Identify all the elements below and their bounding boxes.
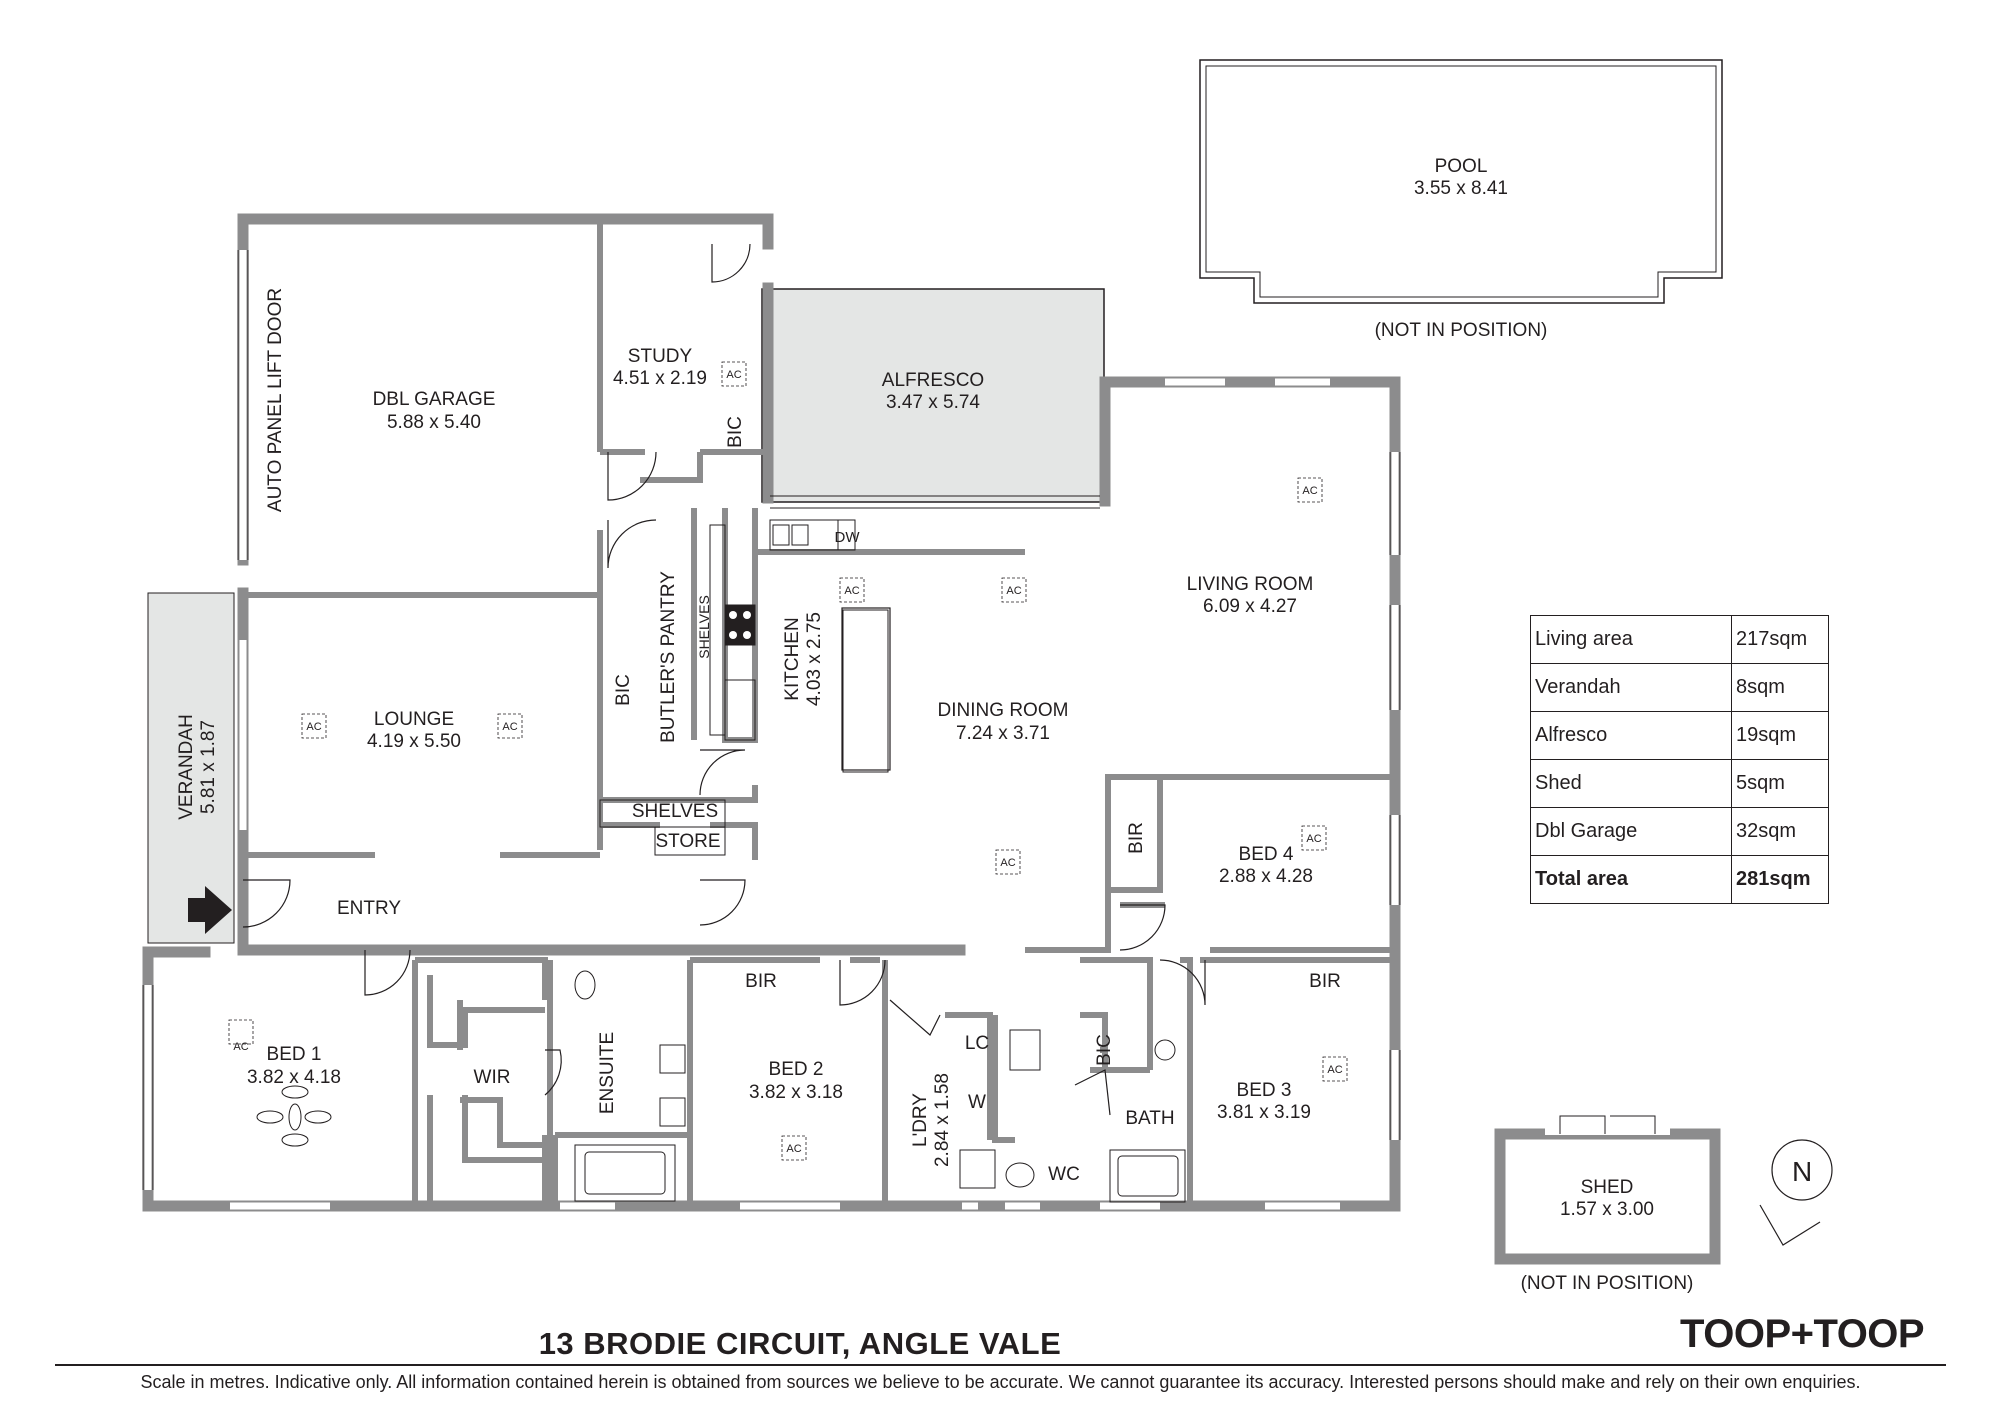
living-room-size: 6.09 x 4.27 bbox=[1203, 596, 1297, 617]
kitchen-island bbox=[841, 607, 891, 771]
lc-label: LC bbox=[965, 1033, 989, 1054]
wc-label: WC bbox=[1048, 1164, 1080, 1185]
dining-room-label: DINING ROOM bbox=[938, 700, 1069, 721]
bed4-label: BED 4 bbox=[1239, 844, 1294, 865]
area-value: 281sqm bbox=[1731, 855, 1829, 904]
area-value: 8sqm bbox=[1731, 663, 1829, 712]
bed3-size: 3.81 x 3.19 bbox=[1217, 1102, 1311, 1123]
bir-label: BIR bbox=[1126, 822, 1147, 854]
exterior-walls bbox=[142, 213, 1401, 1212]
bed3-label: BED 3 bbox=[1237, 1080, 1292, 1101]
garage-label: DBL GARAGE bbox=[373, 389, 496, 410]
ac-markers bbox=[228, 361, 1348, 1161]
bed1-size: 3.82 x 4.18 bbox=[247, 1067, 341, 1088]
bir-label: BIR bbox=[745, 971, 777, 992]
area-label: Total area bbox=[1530, 855, 1732, 904]
disclaimer-text: Scale in metres. Indicative only. All in… bbox=[140, 1372, 1861, 1392]
divider bbox=[55, 1364, 1946, 1366]
study-label: STUDY bbox=[628, 346, 693, 367]
agency-logo: TOOP+TOOP bbox=[1680, 1312, 1925, 1356]
bed4-size: 2.88 x 4.28 bbox=[1219, 866, 1313, 887]
area-value: 19sqm bbox=[1731, 711, 1829, 760]
bed2-label: BED 2 bbox=[769, 1059, 824, 1080]
lounge-label: LOUNGE bbox=[374, 709, 454, 730]
lounge-size: 4.19 x 5.50 bbox=[367, 731, 461, 752]
bic-label: BIC bbox=[1094, 1034, 1115, 1066]
doors bbox=[242, 243, 1206, 1116]
dw-label: DW bbox=[835, 529, 861, 546]
bed1-label: BED 1 bbox=[267, 1044, 322, 1065]
laundry-label: L'DRY bbox=[910, 1093, 931, 1147]
ac-label: AC bbox=[1000, 857, 1015, 869]
entry-label: ENTRY bbox=[337, 898, 401, 919]
ac-label: AC bbox=[1306, 833, 1321, 845]
area-value: 217sqm bbox=[1731, 615, 1829, 664]
garage-door-label: AUTO PANEL LIFT DOOR bbox=[265, 288, 286, 512]
alfresco-label: ALFRESCO bbox=[882, 370, 984, 391]
living-room-label: LIVING ROOM bbox=[1187, 574, 1314, 595]
area-label: Verandah bbox=[1530, 663, 1732, 712]
area-label: Shed bbox=[1530, 759, 1732, 808]
bath-label: BATH bbox=[1125, 1108, 1174, 1129]
area-value: 5sqm bbox=[1731, 759, 1829, 808]
bir-label: BIR bbox=[1309, 971, 1341, 992]
store-label: STORE bbox=[655, 831, 720, 852]
ac-label: AC bbox=[1302, 485, 1317, 497]
interior-walls bbox=[243, 219, 1395, 1206]
ac-label: AC bbox=[844, 585, 859, 597]
shelves-label: SHELVES bbox=[632, 801, 718, 822]
property-address: 13 BRODIE CIRCUIT, ANGLE VALE bbox=[538, 1326, 1062, 1361]
bed2-size: 3.82 x 3.18 bbox=[749, 1082, 843, 1103]
bic-label: BIC bbox=[725, 416, 746, 448]
wir-label: WIR bbox=[474, 1067, 511, 1088]
ac-label: AC bbox=[306, 721, 321, 733]
alfresco-size: 3.47 x 5.74 bbox=[886, 392, 980, 413]
shelves-vertical-label: SHELVES bbox=[696, 595, 712, 659]
area-label: Alfresco bbox=[1530, 711, 1732, 760]
study-size: 4.51 x 2.19 bbox=[613, 368, 707, 389]
laundry-size: 2.84 x 1.58 bbox=[932, 1073, 953, 1167]
ac-label: AC bbox=[726, 369, 741, 381]
butlers-pantry-label: BUTLER'S PANTRY bbox=[658, 571, 679, 743]
ac-label: AC bbox=[502, 721, 517, 733]
pool-outline bbox=[1199, 59, 1723, 304]
kitchen-label: KITCHEN bbox=[782, 617, 803, 700]
pool-label: POOL bbox=[1435, 156, 1488, 177]
shed-label: SHED bbox=[1581, 1177, 1634, 1198]
garage-size: 5.88 x 5.40 bbox=[387, 412, 481, 433]
bic-label: BIC bbox=[613, 674, 634, 706]
shed-size: 1.57 x 3.00 bbox=[1560, 1199, 1654, 1220]
kitchen-size: 4.03 x 2.75 bbox=[804, 612, 825, 706]
area-label: Living area bbox=[1530, 615, 1732, 664]
entry-arrow-icon bbox=[188, 886, 232, 934]
north-label: N bbox=[1792, 1156, 1812, 1187]
ac-label: AC bbox=[1006, 585, 1021, 597]
area-label: Dbl Garage bbox=[1530, 807, 1732, 856]
ensuite-label: ENSUITE bbox=[597, 1032, 618, 1114]
windows bbox=[144, 250, 1399, 1210]
shed-note: (NOT IN POSITION) bbox=[1521, 1273, 1694, 1294]
w-label: W bbox=[968, 1092, 986, 1113]
verandah-label: VERANDAH bbox=[176, 714, 197, 820]
north-arrow-icon bbox=[1759, 1139, 1833, 1246]
verandah-area bbox=[147, 592, 235, 944]
pool-size: 3.55 x 8.41 bbox=[1414, 178, 1508, 199]
ac-label: AC bbox=[786, 1143, 801, 1155]
ac-label: AC bbox=[233, 1041, 248, 1053]
ac-label: AC bbox=[1327, 1064, 1342, 1076]
verandah-size: 5.81 x 1.87 bbox=[198, 720, 219, 814]
alfresco-area bbox=[761, 288, 1105, 503]
area-value: 32sqm bbox=[1731, 807, 1829, 856]
pool-note: (NOT IN POSITION) bbox=[1375, 320, 1548, 341]
dining-room-size: 7.24 x 3.71 bbox=[956, 723, 1050, 744]
